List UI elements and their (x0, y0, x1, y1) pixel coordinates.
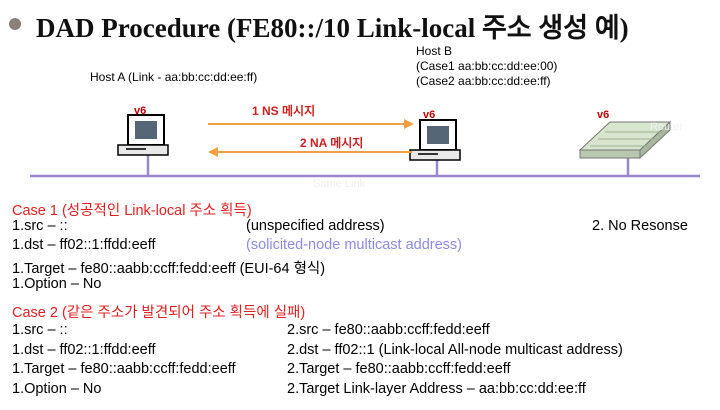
case1-dst: 1.dst – ff02::1:ffdd:eeff (12, 237, 156, 253)
same-link-label: Same Link (313, 178, 365, 190)
case1-dst-note: (solicited-node multicast address) (246, 237, 462, 253)
host-a-computer-icon (117, 114, 169, 156)
ns-arrow (208, 119, 414, 129)
case2-left-line: 1.src – :: (12, 322, 68, 338)
na-arrow (208, 147, 412, 157)
case2-right-line: 2.src – fe80::aabb:ccff:fedd:eeff (287, 322, 490, 338)
ns-message-label: 1 NS 메시지 (252, 104, 316, 118)
case2-title: Case 2 (같은 주소가 발견되어 주소 획득에 실패) (12, 305, 306, 321)
host-a-v6-badge: v6 (134, 105, 147, 117)
case1-response: 2. No Resonse (592, 218, 688, 234)
case1-title: Case 1 (성공적인 Link-local 주소 획득) (12, 203, 252, 219)
router-v6-badge: v6 (597, 109, 610, 121)
case1-src-note: (unspecified address) (246, 218, 385, 234)
case2-right-line: 2.Target Link-layer Address – aa:bb:cc:d… (287, 381, 586, 397)
network-diagram (30, 114, 700, 178)
host-b-title: Host B (416, 44, 453, 58)
case2-left-line: 1.Target – fe80::aabb:ccff:fedd:eeff (12, 361, 236, 377)
slide-title: DAD Procedure (FE80::/10 Link-local 주소 생… (36, 13, 629, 43)
na-message-label: 2 NA 메시지 (300, 136, 364, 150)
router-icon (578, 120, 672, 160)
case1-target: 1.Target – fe80::aabb:ccff:fedd:eeff (EU… (12, 261, 326, 277)
case2-right-line: 2.dst – ff02::1 (Link-local All-node mul… (287, 342, 623, 358)
case1-src: 1.src – :: (12, 218, 68, 234)
title-bullet (9, 18, 21, 30)
host-b-computer-icon (409, 119, 461, 161)
case1-option: 1.Option – No (12, 276, 102, 292)
host-b-case1: (Case1 aa:bb:cc:dd:ee:00) (416, 59, 558, 73)
host-b-case2: (Case2 aa:bb:cc:dd:ee:ff) (416, 74, 551, 88)
router-label: Router (650, 121, 684, 133)
case2-right-line: 2.Target – fe80::aabb:ccff:fedd:eeff (287, 361, 511, 377)
case2-left-line: 1.Option – No (12, 381, 102, 397)
host-b-v6-badge: v6 (423, 109, 436, 121)
host-a-label: Host A (Link - aa:bb:cc:dd:ee:ff) (90, 70, 258, 84)
case2-left-line: 1.dst – ff02::1:ffdd:eeff (12, 342, 156, 358)
